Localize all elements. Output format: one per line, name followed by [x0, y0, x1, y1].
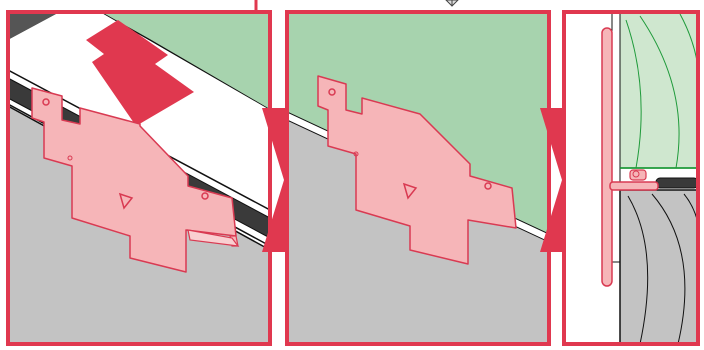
panel-2 — [287, 12, 549, 344]
panel-3 — [564, 12, 700, 344]
cube-icon — [446, 0, 458, 6]
panel-1 — [8, 12, 270, 344]
